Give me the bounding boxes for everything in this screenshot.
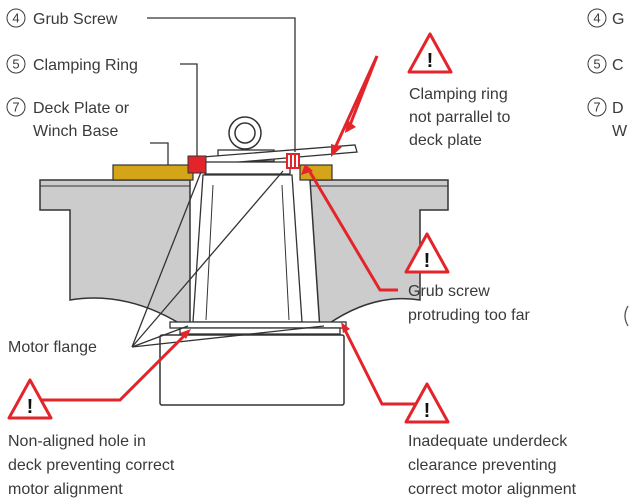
clamping-ring-highlight [187, 155, 207, 174]
svg-text:correct motor alignment: correct motor alignment [408, 481, 577, 498]
svg-text:Clamping Ring: Clamping Ring [33, 57, 138, 74]
winch-body-upper [204, 161, 291, 175]
legend-right-5: 5 C [587, 54, 624, 74]
svg-text:Clamping ring: Clamping ring [409, 86, 508, 103]
motor-flange-plate-lower [179, 327, 341, 335]
warning-clamping-ring-text: Clamping ring not parrallel to deck plat… [409, 86, 510, 149]
pointer-grub-screw [308, 171, 398, 292]
warning-triangle-icon: ! [404, 232, 450, 274]
svg-text:5: 5 [12, 57, 19, 72]
svg-text:C: C [612, 57, 624, 74]
warning-arrowheads [180, 120, 356, 339]
deck-plate-left [112, 164, 194, 181]
motor-flange-label: Motor flange [8, 339, 97, 356]
svg-text:5: 5 [593, 57, 600, 72]
deck-plate [112, 164, 333, 181]
legend-right-7: 7 D W [587, 97, 628, 140]
warning-grub-screw-text: Grub screw protruding too far [408, 283, 531, 324]
winch-eye-inner [234, 122, 256, 144]
legend-leaders [147, 17, 296, 165]
warning-underdeck-clearance-text: Inadequate underdeck clearance preventin… [408, 433, 577, 498]
clipped-shape-right [624, 305, 629, 327]
svg-text:4: 4 [12, 11, 19, 26]
svg-text:deck preventing correct: deck preventing correct [8, 457, 175, 474]
svg-text:!: ! [27, 396, 34, 418]
pointer-underdeck-clearance [343, 329, 416, 406]
svg-text:clearance preventing: clearance preventing [408, 457, 557, 474]
svg-text:Non-aligned hole in: Non-aligned hole in [8, 433, 146, 450]
leader-grub-screw [147, 17, 296, 152]
svg-text:Winch Base: Winch Base [33, 123, 118, 140]
legend-grub-screw: 4 Grub Screw [6, 8, 118, 28]
svg-text:Deck Plate or: Deck Plate or [33, 100, 130, 117]
svg-text:!: ! [424, 250, 431, 272]
motor-body [159, 334, 345, 406]
legend-clamping-ring: 5 Clamping Ring [6, 54, 138, 74]
svg-text:motor alignment: motor alignment [8, 481, 123, 498]
warning-pointers [30, 55, 416, 406]
warning-hole-alignment-text: Non-aligned hole in deck preventing corr… [8, 433, 175, 498]
svg-text:!: ! [424, 400, 431, 422]
svg-text:Grub screw: Grub screw [408, 283, 490, 300]
legend-deck-plate: 7 Deck Plate or Winch Base [6, 97, 130, 140]
warning-triangle-icon: ! [7, 378, 53, 420]
svg-text:7: 7 [593, 100, 600, 115]
svg-text:D: D [612, 100, 624, 117]
deck-left [39, 179, 191, 332]
pointer-hole-alignment [30, 333, 187, 402]
grub-screw-highlight [286, 153, 300, 169]
warning-triangle-icon: ! [407, 32, 453, 74]
legend-right-4: 4 G [587, 8, 624, 28]
svg-text:G: G [612, 11, 624, 28]
svg-text:not parrallel to: not parrallel to [409, 109, 510, 126]
svg-text:deck plate: deck plate [409, 132, 482, 149]
svg-text:protruding too far: protruding too far [408, 307, 531, 324]
leader-deck-plate [150, 142, 169, 165]
leader-clamping-ring [180, 63, 198, 156]
motor-flange-leaders [131, 170, 325, 348]
svg-text:Grub Screw: Grub Screw [33, 11, 118, 28]
svg-text:W: W [612, 123, 628, 140]
svg-text:4: 4 [593, 11, 600, 26]
svg-text:Inadequate underdeck: Inadequate underdeck [408, 433, 568, 450]
warning-triangle-icon: ! [404, 382, 450, 424]
pointer-clamping-ring-2 [348, 55, 379, 126]
svg-text:7: 7 [12, 100, 19, 115]
svg-text:!: ! [427, 50, 434, 72]
